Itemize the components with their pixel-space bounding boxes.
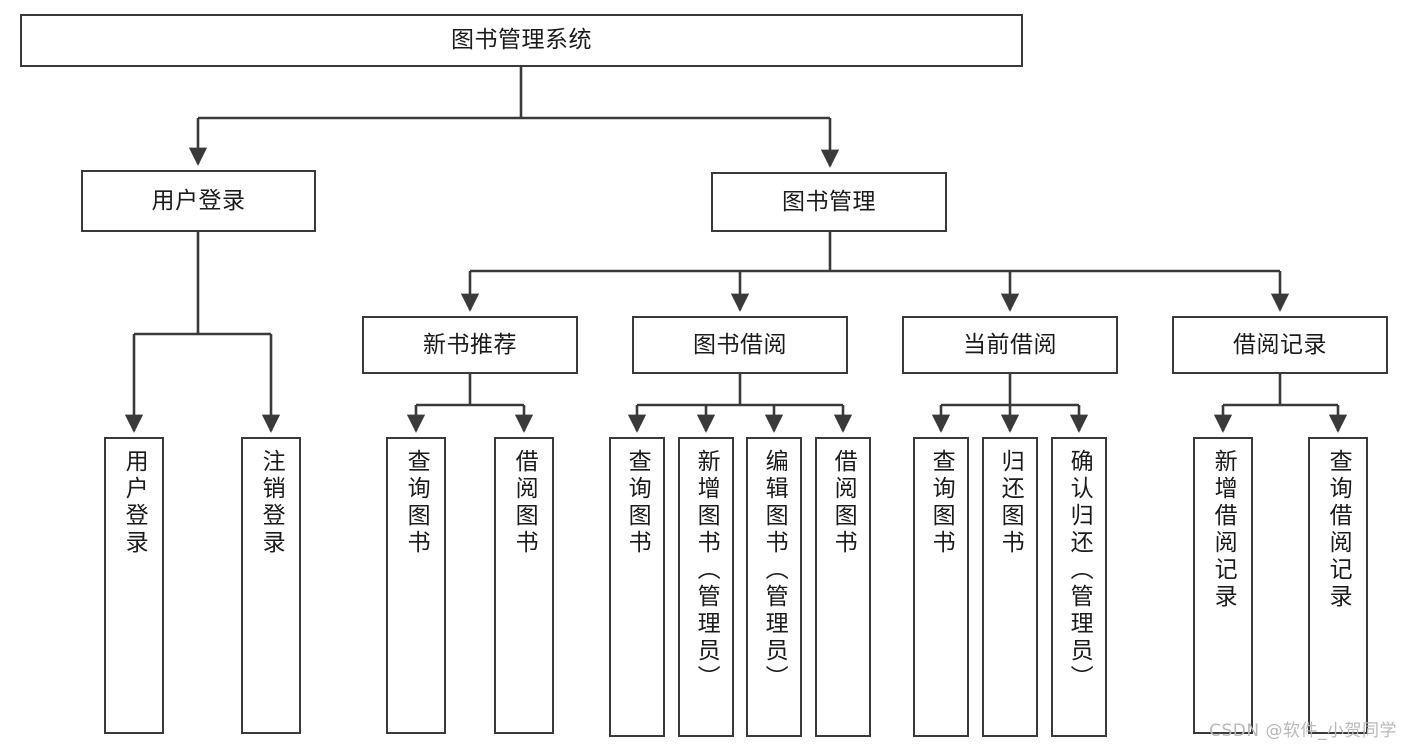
csdn-watermark: CSDN @软件_小贺同学 (1209, 721, 1397, 741)
node-label: 新增图书（管理员） (693, 449, 720, 692)
node-label: 用户登录 (121, 449, 148, 557)
node-root-book-management-system[interactable]: 图书管理系统 (20, 14, 1023, 67)
node-label: 图书借阅 (693, 331, 787, 358)
node-label: 归还图书 (997, 449, 1024, 557)
leaf-user-login-login[interactable]: 用户登录 (104, 437, 164, 734)
node-label: 用户登录 (151, 187, 246, 214)
node-label: 图书管理系统 (451, 27, 592, 54)
node-label: 查询图书 (928, 449, 955, 557)
node-label: 查询图书 (624, 449, 651, 557)
leaf-user-login-logout[interactable]: 注销登录 (241, 437, 301, 734)
node-borrow-record[interactable]: 借阅记录 (1172, 316, 1388, 374)
node-label: 编辑图书（管理员） (761, 449, 788, 692)
node-label: 借阅记录 (1233, 331, 1327, 358)
node-label: 借阅图书 (511, 449, 538, 557)
leaf-borrow-record-query-record[interactable]: 查询借阅记录 (1308, 437, 1368, 734)
node-label: 确认归还（管理员） (1066, 449, 1093, 692)
leaf-new-book-query-books[interactable]: 查询图书 (386, 437, 446, 734)
leaf-book-borrow-query-books[interactable]: 查询图书 (609, 437, 665, 737)
node-label: 图书管理 (782, 188, 876, 215)
leaf-borrow-record-add-record[interactable]: 新增借阅记录 (1193, 437, 1253, 734)
node-label: 查询图书 (403, 449, 430, 557)
node-label: 借阅图书 (830, 449, 857, 557)
node-book-management[interactable]: 图书管理 (711, 172, 947, 232)
node-label: 查询借阅记录 (1325, 449, 1352, 611)
leaf-current-borrow-confirm-return-admin[interactable]: 确认归还（管理员） (1051, 437, 1107, 737)
node-user-login[interactable]: 用户登录 (81, 170, 316, 232)
leaf-new-book-borrow-books[interactable]: 借阅图书 (494, 437, 554, 734)
node-label: 新增借阅记录 (1210, 449, 1237, 611)
node-label: 新书推荐 (423, 331, 517, 358)
node-label: 注销登录 (258, 449, 285, 557)
leaf-book-borrow-add-book-admin[interactable]: 新增图书（管理员） (678, 437, 734, 737)
node-new-book-recommend[interactable]: 新书推荐 (362, 316, 578, 374)
leaf-book-borrow-borrow-books[interactable]: 借阅图书 (815, 437, 871, 737)
leaf-current-borrow-return-books[interactable]: 归还图书 (982, 437, 1038, 737)
node-label: 当前借阅 (963, 331, 1057, 358)
node-current-borrow[interactable]: 当前借阅 (902, 316, 1118, 374)
leaf-current-borrow-query-books[interactable]: 查询图书 (913, 437, 969, 737)
node-book-borrow[interactable]: 图书借阅 (632, 316, 848, 374)
leaf-book-borrow-edit-book-admin[interactable]: 编辑图书（管理员） (746, 437, 802, 737)
